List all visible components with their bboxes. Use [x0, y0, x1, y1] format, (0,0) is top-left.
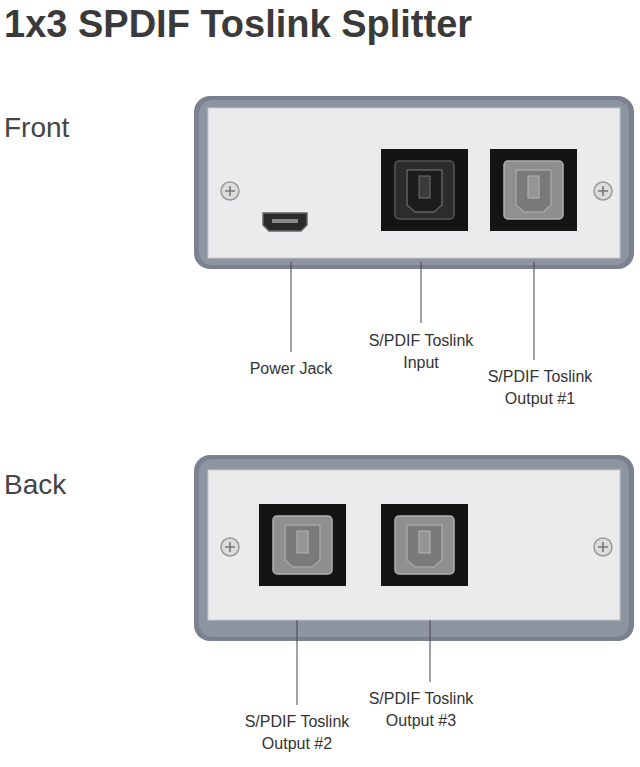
port-socket	[516, 170, 551, 212]
screw-head	[221, 182, 239, 200]
port-frame	[381, 504, 468, 586]
port-door	[395, 161, 454, 219]
toslink-port	[490, 149, 577, 231]
leader-line	[430, 620, 431, 682]
port-frame	[381, 149, 468, 231]
screw-slot	[225, 186, 235, 196]
leader-line	[297, 620, 298, 705]
port-frame	[259, 504, 346, 586]
screw-slot	[598, 186, 608, 196]
port-key	[419, 176, 430, 198]
callout-label: S/PDIF Toslink Output #2	[235, 711, 359, 755]
screw-head	[221, 538, 239, 556]
port-key	[297, 531, 308, 553]
page-title: 1x3 SPDIF Toslink Splitter	[4, 2, 472, 46]
screw	[594, 538, 612, 556]
port-door	[273, 516, 332, 574]
screw-head	[594, 538, 612, 556]
micro-usb-port	[263, 213, 307, 231]
screw-slot	[598, 542, 608, 552]
usb-tongue	[272, 219, 298, 223]
front-housing	[194, 96, 634, 269]
usb-shell	[263, 213, 307, 231]
housing-shell-highlight	[199, 100, 629, 265]
housing-shell	[194, 455, 634, 641]
toslink-port	[259, 504, 346, 586]
housing-shell-highlight	[199, 459, 629, 637]
leader-line	[421, 262, 422, 323]
callout-label: S/PDIF Toslink Input	[359, 330, 483, 374]
port-socket	[407, 525, 442, 567]
face-plate	[208, 470, 620, 620]
housing-shell	[194, 96, 634, 269]
callout-label: S/PDIF Toslink Output #1	[478, 366, 602, 410]
view-heading: Back	[4, 465, 66, 504]
port-socket	[285, 525, 320, 567]
toslink-port	[381, 149, 468, 231]
leader-line	[291, 262, 292, 352]
screw	[221, 538, 239, 556]
screw-head	[594, 182, 612, 200]
view-heading: Front	[4, 108, 69, 147]
screw-slot	[225, 542, 235, 552]
screw	[594, 182, 612, 200]
back-housing	[194, 455, 634, 641]
port-door	[395, 516, 454, 574]
port-frame	[490, 149, 577, 231]
port-socket	[407, 170, 442, 212]
toslink-port	[381, 504, 468, 586]
leader-line	[534, 262, 535, 360]
screw	[221, 182, 239, 200]
port-key	[528, 176, 539, 198]
callout-label: Power Jack	[226, 358, 356, 380]
port-door	[504, 161, 563, 219]
face-plate	[208, 108, 620, 258]
callout-label: S/PDIF Toslink Output #3	[359, 688, 483, 732]
port-key	[419, 531, 430, 553]
